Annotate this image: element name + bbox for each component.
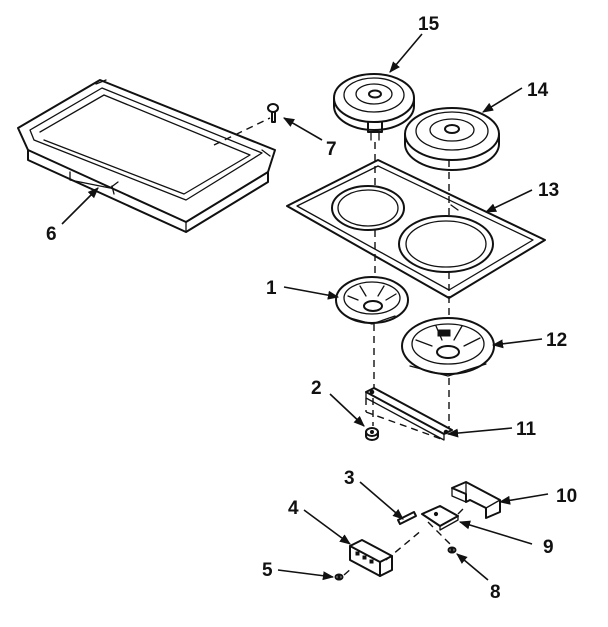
label-13: 13 [538,180,559,201]
leader-9 [458,520,533,545]
leader-4 [303,509,351,545]
guide-line-frame-to-screw [213,117,271,146]
label-7: 7 [326,139,337,160]
leader-6 [61,187,99,225]
receptacle-bracket-drawing [421,505,459,531]
receptacle-block-drawing [349,539,393,577]
leader-1 [283,286,340,300]
lower-assembly-guide-lines [343,505,467,576]
leader-3 [359,481,404,520]
mounting-bracket-drawing [451,481,501,519]
screw-8-drawing [447,546,457,554]
leader-2 [329,393,365,427]
leader-12 [491,338,543,349]
leader-5 [277,569,335,581]
label-8: 8 [490,582,501,603]
label-1: 1 [266,278,277,299]
frame-tray-drawing [17,79,276,233]
drip-bowl-left-drawing [335,276,409,325]
pin-drawing [397,511,417,525]
label-9: 9 [543,537,554,558]
label-14: 14 [527,80,549,101]
leader-11 [446,427,513,438]
surface-element-large-drawing [404,107,500,171]
leader-14 [482,87,523,113]
nut-drawing [365,427,379,441]
screw-7-drawing [267,103,279,123]
cooktop-panel-drawing [286,159,546,299]
label-5: 5 [262,560,273,581]
label-10: 10 [556,486,577,507]
assembly-guide-lines [365,142,450,441]
leader-7 [283,117,323,141]
label-4: 4 [288,498,299,519]
label-2: 2 [311,378,322,399]
surface-element-small-drawing [333,73,415,141]
leader-arrows [61,33,549,581]
label-11: 11 [516,419,537,440]
label-15: 15 [418,14,440,35]
leader-15 [389,33,423,73]
label-12: 12 [546,330,567,351]
part-labels: 15 14 13 7 6 1 12 2 11 10 3 9 4 8 5 [46,14,577,603]
leader-8 [456,553,489,581]
leader-10 [498,493,549,505]
leader-13 [484,189,533,213]
label-6: 6 [46,224,57,245]
label-3: 3 [344,468,355,489]
drip-bowl-right-drawing [401,317,495,377]
screw-5-drawing [334,573,344,581]
